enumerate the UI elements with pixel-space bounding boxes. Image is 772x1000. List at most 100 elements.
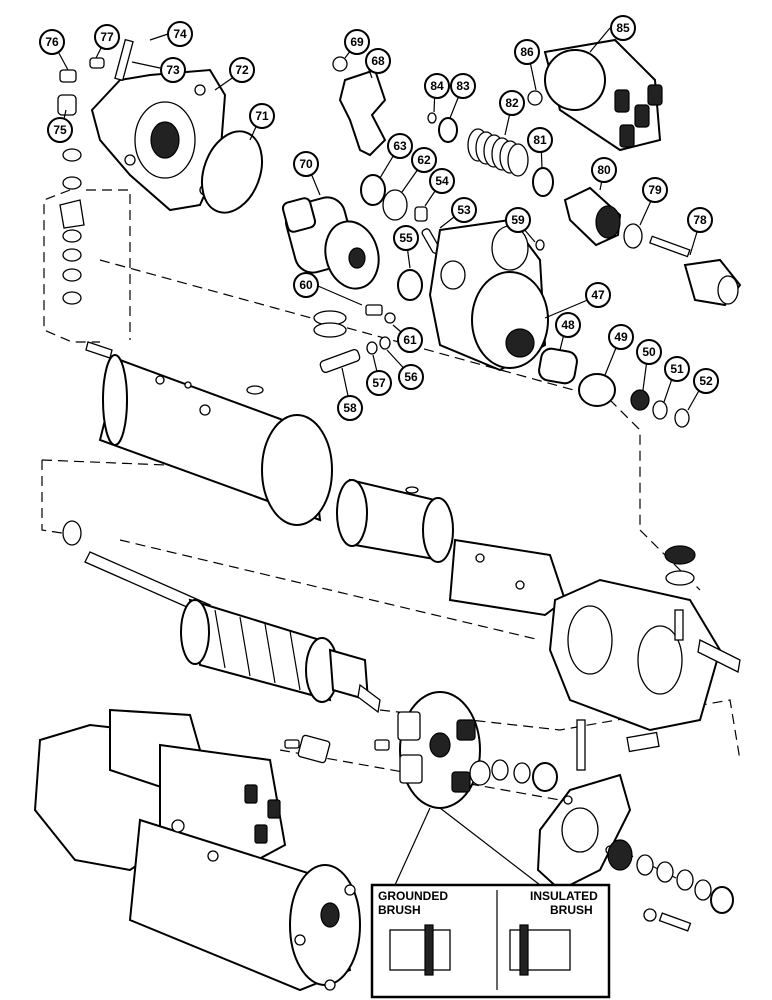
stud	[576, 719, 586, 771]
callout-47-text: 47	[591, 288, 605, 302]
armature-shaft-extension	[649, 235, 742, 307]
callout-53-text: 53	[457, 203, 471, 217]
callout-55-text: 55	[399, 231, 413, 245]
callout-48: 48	[555, 312, 581, 338]
callout-78: 78	[687, 207, 713, 233]
callout-57-text: 57	[372, 376, 386, 390]
grounded-brush-label-line2: BRUSH	[378, 903, 421, 917]
callout-59-text: 59	[511, 213, 525, 227]
callout-76-text: 76	[45, 35, 59, 49]
plug-54	[414, 206, 428, 222]
callout-85-text: 85	[616, 21, 630, 35]
washer-62	[382, 189, 408, 221]
callout-69-text: 69	[350, 35, 364, 49]
insulator-cover	[448, 538, 567, 617]
screw-86	[527, 90, 543, 106]
callout-73-text: 73	[166, 63, 180, 77]
callout-69: 69	[344, 29, 370, 55]
callout-80: 80	[591, 157, 617, 183]
callout-77-text: 77	[100, 30, 114, 44]
callout-86-text: 86	[520, 45, 534, 59]
callout-86: 86	[514, 39, 540, 65]
solenoid-switch	[543, 38, 663, 152]
bushing-48	[538, 347, 578, 385]
field-frame-tube	[98, 354, 333, 526]
callout-51-text: 51	[670, 362, 684, 376]
callout-80-text: 80	[597, 163, 611, 177]
callout-68: 68	[365, 48, 391, 74]
insulated-brush-label-line1: INSULATED	[530, 889, 598, 903]
callout-54: 54	[429, 168, 455, 194]
pole-shoe-cylinder	[336, 478, 454, 563]
callout-59: 59	[505, 207, 531, 233]
callout-61-text: 61	[403, 333, 417, 347]
callout-47: 47	[585, 282, 611, 308]
drive-pinion-clutch	[281, 196, 380, 290]
callout-60-text: 60	[299, 278, 313, 292]
callout-53: 53	[451, 197, 477, 223]
plug-59	[535, 239, 545, 251]
shift-lever	[338, 68, 387, 157]
callout-49: 49	[608, 324, 634, 350]
brush-detail-inset: GROUNDED BRUSH INSULATED BRUSH	[370, 807, 611, 999]
callout-60: 60	[293, 272, 319, 298]
commutator-end-plate	[536, 773, 632, 892]
washer-81	[532, 167, 554, 197]
insulator-plate	[626, 731, 660, 753]
callout-75: 75	[47, 117, 73, 143]
callout-73: 73	[160, 57, 186, 83]
brush-holder-washers	[469, 759, 558, 792]
callout-81-text: 81	[533, 133, 547, 147]
callout-76: 76	[39, 29, 65, 55]
callout-52-text: 52	[699, 374, 713, 388]
washer-83	[438, 117, 458, 143]
washer-79	[623, 223, 643, 249]
small-screws	[284, 734, 390, 764]
callout-74: 74	[167, 21, 193, 47]
callout-52: 52	[693, 368, 719, 394]
drive-end-housing	[90, 68, 227, 212]
callout-49-text: 49	[614, 330, 628, 344]
callout-70-text: 70	[299, 157, 313, 171]
callout-81: 81	[527, 127, 553, 153]
callout-68-text: 68	[371, 54, 385, 68]
callout-57: 57	[366, 370, 392, 396]
callout-51: 51	[664, 356, 690, 382]
washer-pair-lower	[313, 322, 347, 338]
callout-77: 77	[94, 24, 120, 50]
small-hardware-stack	[57, 38, 134, 359]
callout-63-text: 63	[393, 139, 407, 153]
callout-58: 58	[337, 395, 363, 421]
callout-72-text: 72	[235, 63, 249, 77]
callout-48-text: 48	[561, 318, 575, 332]
oring-57	[366, 341, 378, 355]
bolt-60	[365, 304, 383, 316]
callout-62-text: 62	[417, 153, 431, 167]
bearing-50	[630, 389, 650, 411]
lever-pin-69	[332, 56, 348, 72]
callout-71: 71	[249, 103, 275, 129]
terminal-nut-stack	[664, 545, 696, 586]
thrust-washer	[62, 520, 82, 546]
callout-50-text: 50	[642, 345, 656, 359]
assembled-starter-motor	[33, 708, 361, 992]
callout-50: 50	[636, 339, 662, 365]
callout-56-text: 56	[404, 370, 418, 384]
commutator-end-housing	[428, 218, 549, 372]
callout-79-text: 79	[648, 183, 662, 197]
callout-70: 70	[293, 151, 319, 177]
armature	[84, 551, 381, 714]
callout-84: 84	[424, 73, 450, 99]
callout-83: 83	[450, 73, 476, 99]
clip-84	[427, 112, 437, 124]
callout-79: 79	[642, 177, 668, 203]
housing-gasket	[201, 130, 263, 214]
pin-58	[319, 348, 361, 374]
through-bolt-hardware	[607, 839, 734, 932]
callout-61: 61	[397, 327, 423, 353]
return-spring	[467, 128, 529, 177]
seal-52	[674, 408, 690, 428]
nut-61	[384, 312, 396, 324]
brush-holder-plate	[397, 691, 481, 809]
